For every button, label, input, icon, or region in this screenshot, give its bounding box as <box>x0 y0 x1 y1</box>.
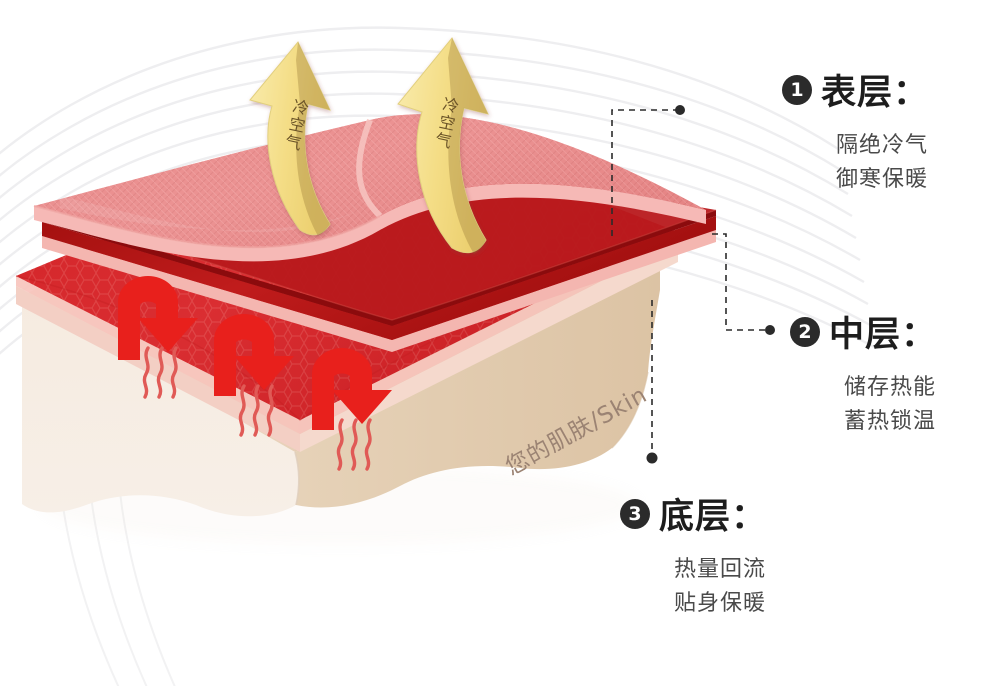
callout-1-desc-line-2: 御寒保暖 <box>835 167 928 193</box>
leader-line-1 <box>611 105 685 236</box>
heat-waves-1 <box>142 346 178 399</box>
callout-3-desc-line-1: 热量回流 <box>673 557 766 582</box>
layer3-edge-right <box>300 242 678 452</box>
leader-dot-2 <box>765 325 775 335</box>
callout-3-number-badge: 3 <box>620 498 650 529</box>
heat-return-arrow-2 <box>214 314 294 396</box>
callout-2-desc-line-1: 储存热能 <box>843 375 936 400</box>
callout-1-heading: 表层： <box>821 73 930 113</box>
leader-line-2 <box>712 233 775 335</box>
callout-1-heading-row: 1 表层： <box>782 64 982 115</box>
callout-2-description: 储存热能 蓄热锁温 <box>790 371 990 439</box>
leader-dot-1 <box>675 105 685 115</box>
callout-2-heading: 中层： <box>829 315 938 355</box>
heat-waves-3 <box>336 418 372 471</box>
heat-return-arrow-1 <box>118 276 198 360</box>
callout-1-description: 隔绝冷气 御寒保暖 <box>782 129 982 197</box>
leader-dot-3 <box>646 452 658 464</box>
callout-3-description: 热量回流 贴身保暖 <box>620 553 820 621</box>
skin-front-left-face <box>22 296 299 517</box>
callout-surface-layer: 1 表层： 隔绝冷气 御寒保暖 <box>782 64 982 197</box>
callout-middle-layer: 2 中层： 储存热能 蓄热锁温 <box>790 306 990 439</box>
callout-3-desc-line-2: 贴身保暖 <box>673 591 766 617</box>
layer3-edge-left <box>16 286 300 452</box>
callout-2-number-badge: 2 <box>790 316 820 347</box>
layer1-fold-crease <box>356 118 383 219</box>
callout-1-desc-line-1: 隔绝冷气 <box>835 133 928 158</box>
callout-2-heading-row: 2 中层： <box>790 306 990 357</box>
layer-1-top-sheet <box>33 114 706 262</box>
heat-return-arrow-3 <box>312 348 392 430</box>
cold-air-arrow-left <box>249 41 331 236</box>
callout-1-number-badge: 1 <box>782 74 812 105</box>
callout-2-desc-line-2: 蓄热锁温 <box>843 409 936 435</box>
cold-air-arrow-right <box>397 37 489 254</box>
callout-bottom-layer: 3 底层： 热量回流 贴身保暖 <box>620 488 820 621</box>
callout-3-heading-row: 3 底层： <box>620 488 820 539</box>
callout-3-heading: 底层： <box>659 497 768 537</box>
leader-line-3 <box>646 300 658 464</box>
heat-waves-2 <box>238 384 274 437</box>
